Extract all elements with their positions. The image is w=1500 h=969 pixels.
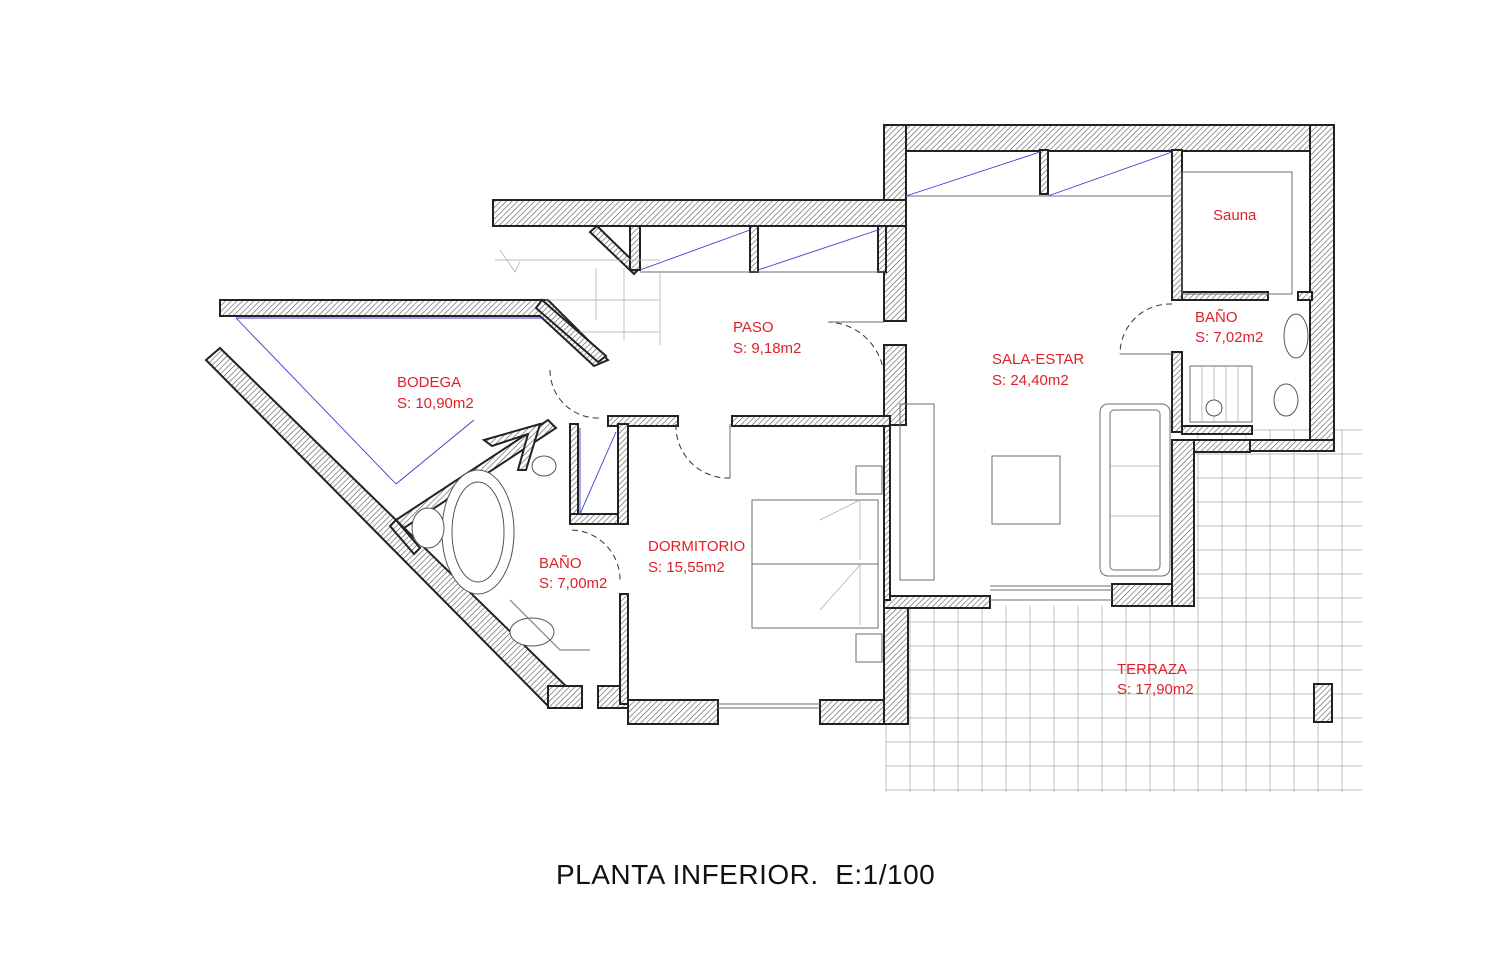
bathroom-fixtures-right [1181,171,1309,423]
bathroom-fixtures-left [411,455,590,651]
plan-caption: PLANTA INFERIOR. E:1/100 [556,859,935,890]
room-name-terraza: TERRAZA [1117,661,1187,678]
room-area-terraza: S: 17,90m2 [1117,681,1194,698]
living-furniture [899,403,1171,581]
room-name-bodega: BODEGA [397,374,461,391]
room-name-sala-estar: SALA-ESTAR [992,351,1084,368]
exterior-walls [204,124,1335,725]
room-name-paso: PASO [733,319,774,336]
glazing [235,151,1173,709]
room-name-dormitorio: DORMITORIO [648,538,745,555]
room-area-bodega: S: 10,90m2 [397,395,474,412]
staircase [495,249,661,345]
interior-walls [388,149,1313,705]
room-area-bano-2: S: 7,02m2 [1195,329,1263,346]
room-name-bano-1: BAÑO [539,555,582,572]
room-labels: PASO S: 9,18m2 BODEGA S: 10,90m2 SALA-ES… [397,207,1263,698]
bedroom-furniture [751,465,883,663]
terrace-tile-grid [885,429,1362,792]
room-name-bano-2: BAÑO [1195,309,1238,326]
room-area-sala-estar: S: 24,40m2 [992,372,1069,389]
room-area-dormitorio: S: 15,55m2 [648,559,725,576]
room-name-sauna: Sauna [1213,207,1257,224]
door-swings [549,303,1173,581]
room-area-paso: S: 9,18m2 [733,340,801,357]
terrace-column [1313,683,1333,723]
room-area-bano-1: S: 7,00m2 [539,575,607,592]
